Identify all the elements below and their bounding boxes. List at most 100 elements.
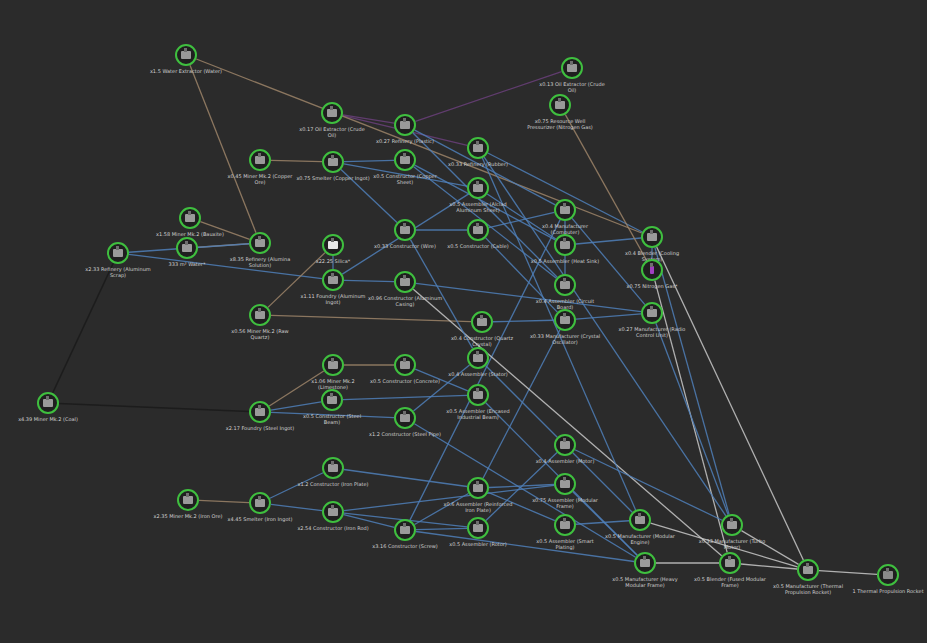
machine-icon [554, 434, 576, 456]
machine-node: x0.4 Assembler (Motor) [528, 434, 602, 464]
flow-line [271, 315, 471, 321]
flow-line [819, 571, 877, 575]
machine-glyph [556, 276, 574, 294]
flow-line [415, 72, 561, 122]
machine-icon [629, 509, 651, 531]
machine-node: x0.5 Constructor (Steel Beam) [295, 389, 369, 425]
machine-glyph [556, 201, 574, 219]
flow-line [415, 493, 469, 524]
machine-glyph [879, 566, 897, 584]
flow-line [53, 263, 114, 393]
machine-glyph [324, 271, 342, 289]
flow-line [656, 562, 719, 563]
flow-line [484, 157, 726, 516]
machine-icon [467, 347, 489, 369]
node-label: x4.45 Smelter (Iron Ingot) [223, 516, 297, 522]
flow-line [576, 238, 641, 244]
machine-glyph [251, 234, 269, 252]
machine-node: x0.75 Assembler (Modular Frame) [528, 473, 602, 509]
machine-node: 333 m³ Water* [150, 237, 224, 267]
machine-icon [249, 304, 271, 326]
machine-node: x0.5 Constructor (Copper Sheet) [368, 149, 442, 185]
machine-icon [394, 149, 416, 171]
machine-node: x1.58 Miner Mk.2 (Bauxite) [153, 207, 227, 237]
machine-icon [394, 219, 416, 241]
machine-icon [554, 199, 576, 221]
machine-glyph [556, 311, 574, 329]
machine-icon [249, 232, 271, 254]
node-label: x8.35 Refinery (Alumina Solution) [223, 256, 297, 268]
node-label: x0.5 Assembler (Rotor) [441, 541, 515, 547]
machine-icon [394, 407, 416, 429]
node-label: x0.5 Manufacturer (Modular Engine) [603, 533, 677, 545]
node-label: x0.5 Constructor (Cable) [441, 243, 515, 249]
node-label: x0.27 Refinery (Plastic) [368, 138, 442, 144]
machine-node: x0.13 Oil Extractor (Crude Oil) [535, 57, 609, 93]
machine-node: x0.33 Manufacturer (Crystal Oscillator) [528, 309, 602, 345]
flow-line [413, 289, 721, 556]
machine-glyph [556, 475, 574, 493]
machine-glyph [473, 313, 491, 331]
machine-icon [322, 234, 344, 256]
machine-icon [467, 384, 489, 406]
machine-glyph [643, 304, 661, 322]
machine-icon [107, 242, 129, 264]
node-label: x0.5 Manufacturer (Heavy Modular Frame) [608, 576, 682, 588]
node-label: x1.58 Miner Mk.2 (Bauxite) [153, 231, 227, 237]
machine-icon [322, 354, 344, 376]
machine-icon [394, 114, 416, 136]
flow-line [271, 160, 322, 161]
node-label: x0.33 Refinery (Rubber) [441, 161, 515, 167]
machine-glyph [251, 151, 269, 169]
flow-line [343, 395, 467, 399]
machine-node: x0.33 Refinery (Rubber) [441, 137, 515, 167]
machine-node: x1.2 Constructor (Iron Plate) [296, 457, 370, 487]
machine-glyph [551, 96, 569, 114]
machine-node: x0.5 Blender (Fused Modular Frame) [693, 552, 767, 588]
machine-glyph [721, 554, 739, 572]
machine-icon [249, 401, 271, 423]
node-label: x0.56 Miner Mk.2 (Raw Quartz) [223, 328, 297, 340]
machine-icon [554, 234, 576, 256]
machine-icon [467, 177, 489, 199]
machine-node: x0.5 Assembler (Smart Plating) [528, 514, 602, 550]
machine-icon [321, 102, 343, 124]
machine-node: x0.5 Assembler (Rotor) [441, 517, 515, 547]
flow-line [410, 220, 560, 520]
node-label: x0.4 Constructor (Quartz Crystal) [445, 335, 519, 347]
machine-node: x0.45 Miner Mk.2 (Copper Ore) [223, 149, 297, 185]
machine-icon [641, 226, 663, 248]
node-label: x0.75 Assembler (Modular Frame) [528, 497, 602, 509]
machine-node: x2.17 Foundry (Steel Ingot) [223, 401, 297, 431]
flow-line [190, 65, 256, 233]
machine-node: x0.5 Assembler (Heat Sink) [528, 234, 602, 264]
machine-icon [554, 274, 576, 296]
machine-icon [549, 94, 571, 116]
node-label: x1.5 Water Extractor (Water) [149, 68, 223, 74]
node-label: x0.13 Oil Extractor (Crude Oil) [535, 81, 609, 93]
machine-node: x0.17 Oil Extractor (Crude Oil) [295, 102, 369, 138]
node-label: x0.5 Assembler (Smart Plating) [528, 538, 602, 550]
machine-icon [322, 151, 344, 173]
machine-node: x0.4 Assembler (Stator) [441, 347, 515, 377]
machine-glyph [324, 153, 342, 171]
node-label: x0.5 Assembler (Heat Sink) [528, 258, 602, 264]
node-label: x4.39 Miner Mk.2 (Coal) [11, 416, 85, 422]
machine-icon [641, 302, 663, 324]
flow-line [414, 424, 635, 558]
machine-glyph [324, 459, 342, 477]
flow-line [269, 371, 324, 406]
machine-node: x0.5 Constructor (Concrete) [368, 354, 442, 384]
machine-icon [719, 552, 741, 574]
node-label: x0.33 Manufacturer (Turbo Motor) [695, 538, 769, 550]
machine-node: x1.06 Miner Mk.2 (Limestone) [296, 354, 370, 390]
machine-glyph [324, 236, 342, 254]
machine-icon [554, 514, 576, 536]
node-label: x0.5 Constructor (Copper Sheet) [368, 173, 442, 185]
machine-glyph [181, 209, 199, 227]
flow-line [493, 320, 554, 321]
flow-line [565, 115, 646, 261]
flow-line [271, 402, 321, 410]
machine-icon [554, 473, 576, 495]
